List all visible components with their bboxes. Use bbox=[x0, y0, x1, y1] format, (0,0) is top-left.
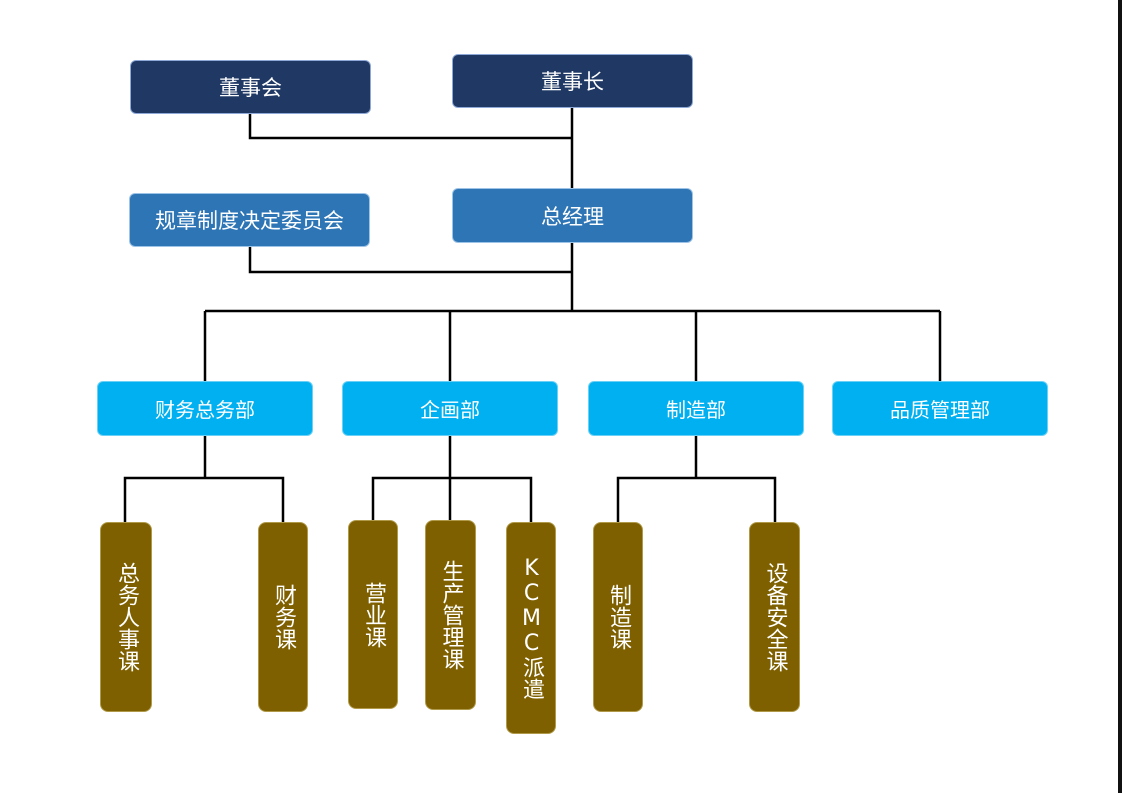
manufacturing-department-label: 制造部 bbox=[666, 398, 726, 422]
connector-finance-sections bbox=[123, 436, 285, 522]
sales-section-box: 营业课 bbox=[348, 520, 398, 709]
production-section-label: 生产管理课 bbox=[438, 560, 464, 670]
kcmc-dispatch-box: KCMC派遣 bbox=[506, 522, 556, 734]
board-of-directors-box: 董事会 bbox=[130, 60, 371, 114]
committee-box: 规章制度决定委员会 bbox=[129, 193, 370, 247]
page-edge-line bbox=[1118, 0, 1122, 793]
general-hr-section-box: 总务人事课 bbox=[100, 522, 152, 712]
finance-section-label: 财务课 bbox=[271, 584, 296, 650]
manufacturing-section-label: 制造课 bbox=[606, 584, 631, 650]
finance-department-label: 财务总务部 bbox=[155, 398, 255, 422]
quality-department-box: 品质管理部 bbox=[832, 381, 1048, 436]
board-label: 董事会 bbox=[219, 76, 282, 100]
production-section-box: 生产管理课 bbox=[425, 520, 476, 710]
kcmc-dispatch-label: KCMC派遣 bbox=[519, 556, 544, 700]
planning-department-box: 企画部 bbox=[342, 381, 558, 436]
manufacturing-department-box: 制造部 bbox=[588, 381, 804, 436]
general-manager-label: 总经理 bbox=[541, 204, 604, 229]
finance-section-box: 财务课 bbox=[258, 522, 308, 712]
manufacturing-section-box: 制造课 bbox=[593, 522, 643, 712]
committee-label: 规章制度决定委员会 bbox=[155, 209, 344, 233]
finance-department-box: 财务总务部 bbox=[97, 381, 313, 436]
planning-department-label: 企画部 bbox=[420, 398, 480, 422]
quality-department-label: 品质管理部 bbox=[890, 398, 990, 422]
connector-planning-sections bbox=[371, 436, 533, 522]
sales-section-label: 营业课 bbox=[361, 581, 386, 648]
connector-manufacturing-sections bbox=[616, 436, 777, 522]
chairman-label: 董事长 bbox=[541, 70, 604, 94]
general-hr-section-label: 总务人事课 bbox=[114, 562, 139, 672]
equipment-safety-section-label: 设备安全课 bbox=[762, 562, 788, 672]
equipment-safety-section-box: 设备安全课 bbox=[749, 522, 800, 712]
connector-committee-gm bbox=[248, 246, 572, 274]
general-manager-box: 总经理 bbox=[452, 188, 693, 243]
chairman-box: 董事长 bbox=[452, 54, 693, 108]
connector-board-chairman bbox=[248, 114, 572, 140]
